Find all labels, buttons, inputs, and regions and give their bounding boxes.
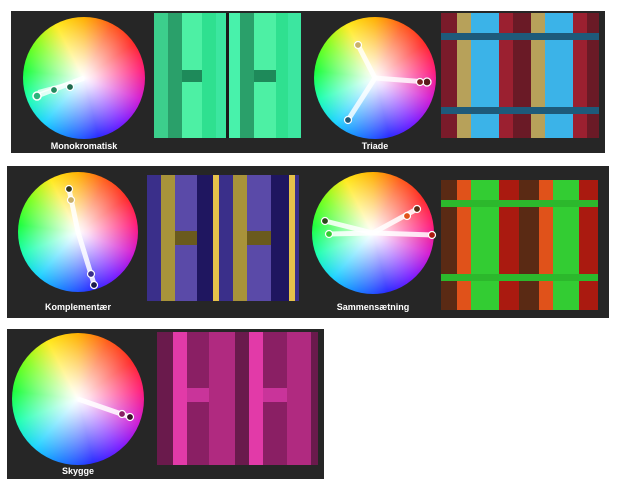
- scheme-label: Triade: [361, 141, 389, 151]
- scheme-label: Monokromatisk: [50, 141, 118, 151]
- marker-dot[interactable]: [320, 216, 330, 226]
- scheme-label: Komplementær: [44, 302, 111, 312]
- scheme-label: Skygge: [61, 466, 94, 476]
- marker-dot[interactable]: [343, 115, 353, 125]
- color-wheel-monokromatisk[interactable]: [23, 17, 145, 139]
- color-wheel-skygge[interactable]: [12, 333, 144, 465]
- marker-dot[interactable]: [49, 85, 59, 95]
- marker-dot[interactable]: [415, 77, 425, 87]
- color-wheel-triade[interactable]: [314, 17, 436, 139]
- marker-dot[interactable]: [125, 412, 135, 422]
- swatch-monokromatisk: [154, 13, 301, 138]
- swatch-triade: [441, 13, 599, 138]
- scheme-row-2: Komplementær Sammensætning: [7, 166, 609, 318]
- swatch-skygge: [157, 332, 318, 465]
- wheel-markers-mono: [32, 75, 85, 101]
- wheel-markers-shade: [77, 396, 135, 422]
- swatch-sammensaetning: [441, 180, 598, 310]
- swatch-komplementaer: [147, 175, 299, 301]
- scheme-row-1: Monokromatisk Triade: [11, 11, 605, 153]
- marker-dot[interactable]: [427, 230, 437, 240]
- marker-dot[interactable]: [86, 269, 96, 279]
- wheel-markers-triad: [343, 40, 432, 125]
- color-wheel-sammensaetning[interactable]: [312, 172, 437, 294]
- marker-dot[interactable]: [64, 184, 74, 194]
- color-wheel-komplementaer[interactable]: [18, 172, 138, 292]
- marker-dot[interactable]: [422, 77, 432, 87]
- marker-dot[interactable]: [66, 195, 76, 205]
- wheel-markers-compound: [320, 204, 437, 240]
- marker-dot[interactable]: [324, 229, 334, 239]
- marker-dot[interactable]: [353, 40, 363, 50]
- scheme-row-3: Skygge: [7, 329, 324, 479]
- marker-dot[interactable]: [402, 211, 412, 221]
- wheel-markers-complement: [64, 184, 99, 290]
- marker-dot[interactable]: [117, 409, 127, 419]
- scheme-label: Sammensætning: [336, 302, 410, 312]
- faint-label: ​: [350, 155, 390, 162]
- marker-dot[interactable]: [32, 91, 42, 101]
- marker-dot[interactable]: [89, 280, 99, 290]
- marker-dot[interactable]: [65, 82, 75, 92]
- marker-dot[interactable]: [412, 204, 422, 214]
